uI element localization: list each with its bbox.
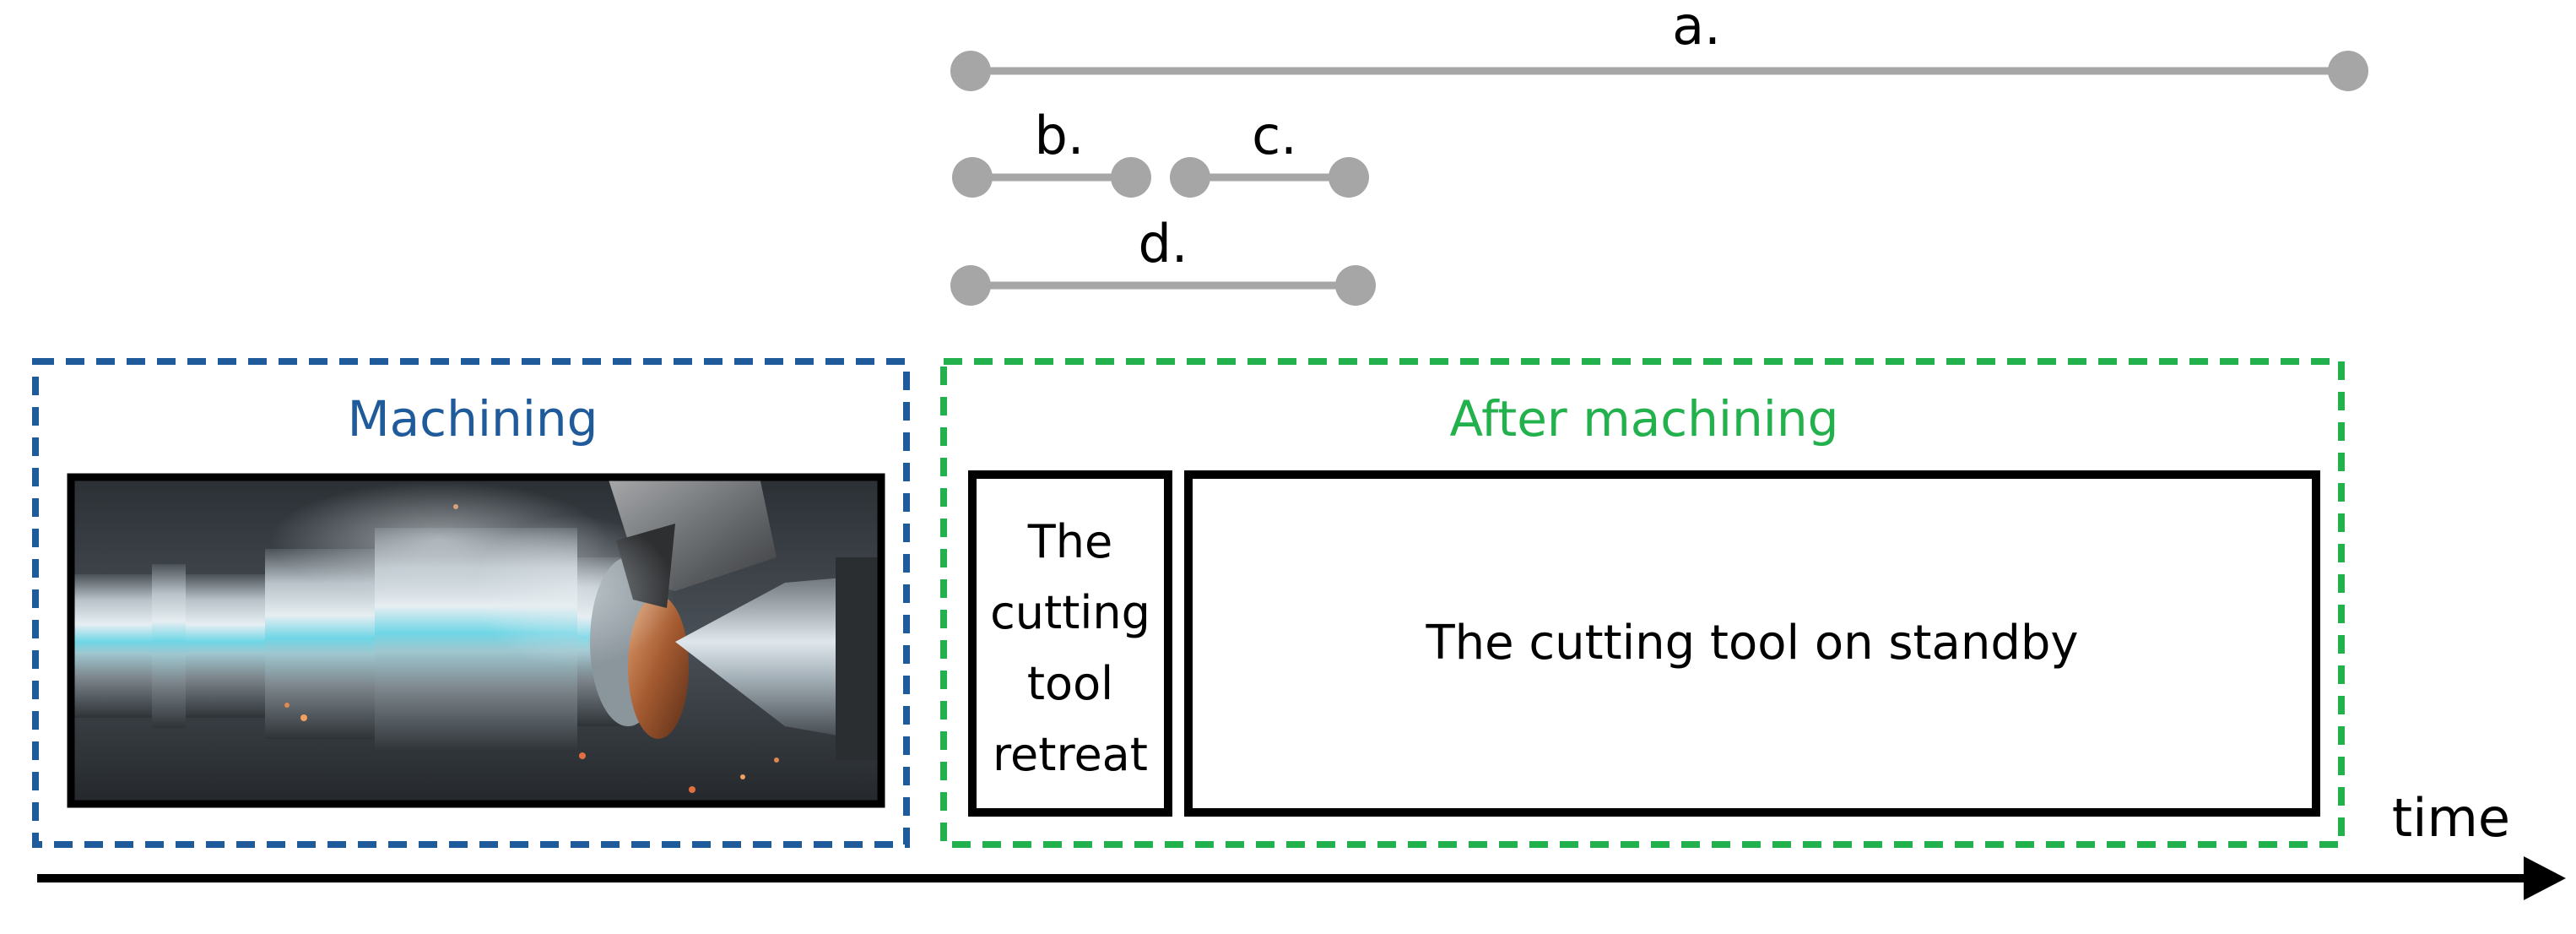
standby-label: The cutting tool on standby bbox=[1425, 616, 2078, 671]
retreat-line-4: retreat bbox=[993, 728, 1148, 781]
after-machining-dashed-frame bbox=[940, 358, 2345, 848]
interval-c-end-dot bbox=[1329, 157, 1369, 198]
machining-dashed-frame bbox=[32, 358, 910, 848]
after-machining-title: After machining bbox=[1450, 390, 1839, 448]
interval-b-end-dot bbox=[1111, 157, 1151, 198]
retreat-line-3: tool bbox=[1027, 657, 1113, 710]
interval-c-label: c. bbox=[1252, 105, 1297, 166]
retreat-line-1: The bbox=[1027, 515, 1112, 568]
after-machining-group: After machining The cutting tool retreat… bbox=[940, 358, 2345, 848]
machining-title: Machining bbox=[348, 390, 598, 448]
interval-a-start-dot bbox=[950, 51, 991, 91]
interval-a-end-dot bbox=[2328, 51, 2368, 91]
interval-d-start-dot bbox=[950, 265, 991, 306]
interval-d-end-dot bbox=[1335, 265, 1376, 306]
interval-a-label: a. bbox=[1672, 0, 1721, 57]
interval-b: b. bbox=[952, 105, 1151, 198]
interval-c-start-dot bbox=[1170, 157, 1210, 198]
interval-c: c. bbox=[1170, 105, 1369, 198]
interval-a: a. bbox=[950, 0, 2368, 91]
retreat-line-2: cutting bbox=[990, 586, 1150, 639]
retreat-box-frame bbox=[968, 470, 1172, 817]
standby-box-frame bbox=[1184, 470, 2320, 817]
machining-photo bbox=[67, 473, 885, 808]
interval-d-label: d. bbox=[1138, 213, 1188, 274]
time-axis-label: time bbox=[2392, 787, 2510, 849]
time-axis-arrowhead bbox=[2524, 856, 2566, 900]
interval-b-label: b. bbox=[1034, 105, 1084, 166]
time-axis: time bbox=[37, 787, 2566, 900]
retreat-box: The cutting tool retreat bbox=[968, 470, 1172, 817]
machining-group: Machining bbox=[32, 358, 910, 848]
interval-d: d. bbox=[950, 213, 1376, 306]
standby-box: The cutting tool on standby bbox=[1184, 470, 2320, 817]
interval-b-start-dot bbox=[952, 157, 993, 198]
